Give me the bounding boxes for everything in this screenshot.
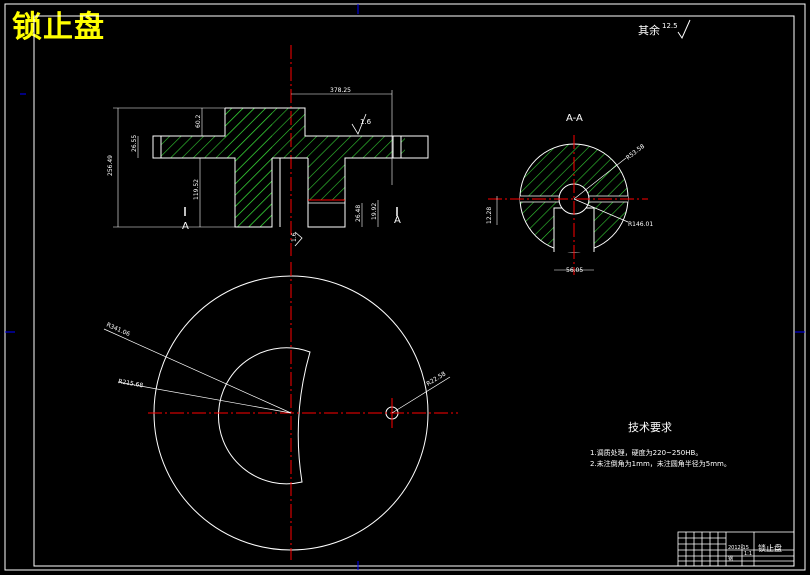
dim-h: 12.28	[486, 207, 493, 224]
title-block-part-name: 锁止盘	[758, 543, 782, 553]
dim-r-inner: R215.68	[118, 378, 144, 389]
title-block-cell-a: 2012-15	[728, 545, 749, 551]
dim-w: 56.05	[566, 267, 583, 274]
dim-stem: 119.52	[193, 179, 200, 200]
dim-hub-top: 60.2	[195, 114, 202, 128]
section-mark-left: A	[182, 221, 189, 232]
roughness-label: 其余	[638, 23, 660, 37]
inner-frame	[33, 15, 795, 567]
outer-frame	[4, 3, 806, 571]
dim-slot-a: 26.48	[355, 205, 362, 222]
section-label: A-A	[566, 113, 583, 124]
tech-heading: 技术要求	[628, 421, 672, 434]
front-view: A A 1.6 1.6 378.25 256.49 26.55 60.2 119…	[107, 45, 429, 256]
dim-r1: R53.58	[625, 143, 646, 162]
dim-left-height: 256.49	[107, 155, 114, 176]
title-block-cell-c: 钢	[728, 555, 733, 562]
center-markers	[5, 4, 805, 570]
title-block-cell-b: 1:1	[744, 551, 752, 557]
title-block	[677, 531, 795, 567]
section-mark-right: A	[394, 215, 401, 226]
tech-line2: 2.未注倒角为1mm，未注圆角半径为5mm。	[590, 459, 731, 468]
dim-r2: R146.01	[628, 221, 653, 228]
roughness-value: 12.5	[662, 22, 678, 30]
dim-flange: 26.55	[131, 135, 138, 152]
roughness-note: 其余 12.5	[638, 19, 691, 40]
dim-top-width: 378.25	[330, 87, 351, 94]
tech-requirements: 技术要求 1.调质处理，硬度为220~250HB。 2.未注倒角为1mm，未注圆…	[590, 421, 731, 468]
rough-bottom: 1.6	[291, 232, 298, 242]
dim-slot-b: 19.92	[371, 203, 378, 220]
plan-view: R341.06 R215.68 R22.58	[103, 262, 458, 560]
section-aa-view: A-A R53.58 R146.01 12.28 56.05	[486, 113, 653, 275]
rough-top: 1.6	[360, 118, 372, 126]
tech-line1: 1.调质处理，硬度为220~250HB。	[590, 448, 702, 457]
